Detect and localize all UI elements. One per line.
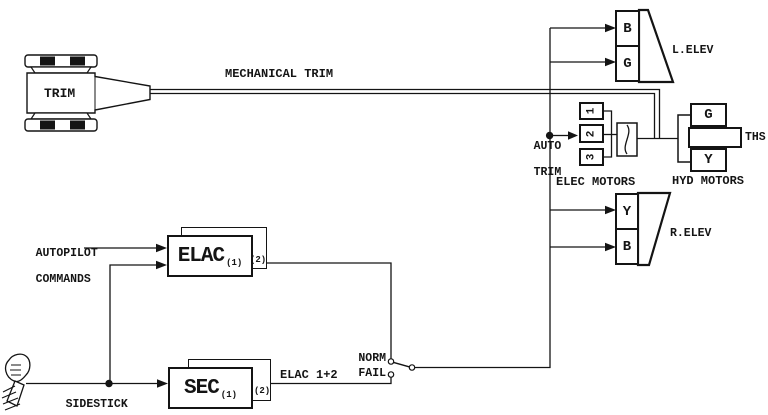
elac-1plus2-label: ELAC 1+2 — [280, 368, 338, 382]
hyd-motor-yellow-box: Y — [690, 148, 727, 172]
trim-wheel-icon — [24, 54, 151, 132]
junction-dot-sidestick — [105, 379, 113, 388]
elac1-label: (1) — [226, 258, 243, 268]
norm-label: NORM — [358, 352, 386, 365]
sec1-box: SEC (1) — [168, 367, 253, 409]
sidestick-icon — [1, 353, 31, 411]
l-elev-label: L.ELEV — [672, 44, 714, 57]
sec-name: SEC — [183, 376, 220, 400]
autopilot-commands-label: AUTOPILOT COMMANDS — [35, 247, 98, 286]
ths-actuator-bar — [688, 127, 742, 148]
elac2-label: (2) — [250, 255, 267, 265]
r-elev-yellow-cell: Y — [617, 195, 637, 230]
l-elev-servo-boxes: B G — [615, 10, 640, 82]
ths-label: THS — [745, 131, 766, 144]
junction-dot-auto-trim — [545, 131, 554, 140]
l-elev-surface — [637, 8, 675, 84]
r-elev-surface — [636, 191, 672, 267]
sidestick-commands-label: SIDESTICK COMMANDS — [65, 398, 128, 411]
sec2-label: (2) — [254, 386, 271, 396]
wiring-lines — [26, 27, 678, 385]
elac1-box: ELAC (1) — [167, 235, 253, 277]
elac-name: ELAC — [177, 244, 225, 268]
elec-motor-2-box: 2 — [579, 124, 604, 143]
mechanical-trim-label: MECHANICAL TRIM — [225, 67, 334, 81]
fail-label: FAIL — [358, 367, 386, 380]
trim-wheel-label: TRIM — [44, 86, 76, 101]
l-elev-blue-cell: B — [617, 12, 638, 47]
elec-motors-label: ELEC MOTORS — [556, 175, 636, 189]
sec1-label: (1) — [220, 390, 237, 400]
elec-motor-3-box: 3 — [579, 148, 604, 166]
r-elev-servo-boxes: Y B — [615, 193, 639, 265]
elec-motor-1-box: 1 — [579, 102, 604, 120]
hyd-motors-label: HYD MOTORS — [672, 174, 745, 188]
r-elev-blue-cell: B — [622, 238, 632, 255]
r-elev-label: R.ELEV — [670, 227, 712, 240]
l-elev-green-cell: G — [623, 55, 632, 72]
hyd-motor-green-box: G — [690, 103, 727, 127]
auto-trim-label: AUTO TRIM — [533, 140, 562, 179]
norm-fail-switch — [387, 358, 416, 378]
screwjack-symbol — [616, 122, 638, 157]
arrowheads — [156, 23, 616, 388]
